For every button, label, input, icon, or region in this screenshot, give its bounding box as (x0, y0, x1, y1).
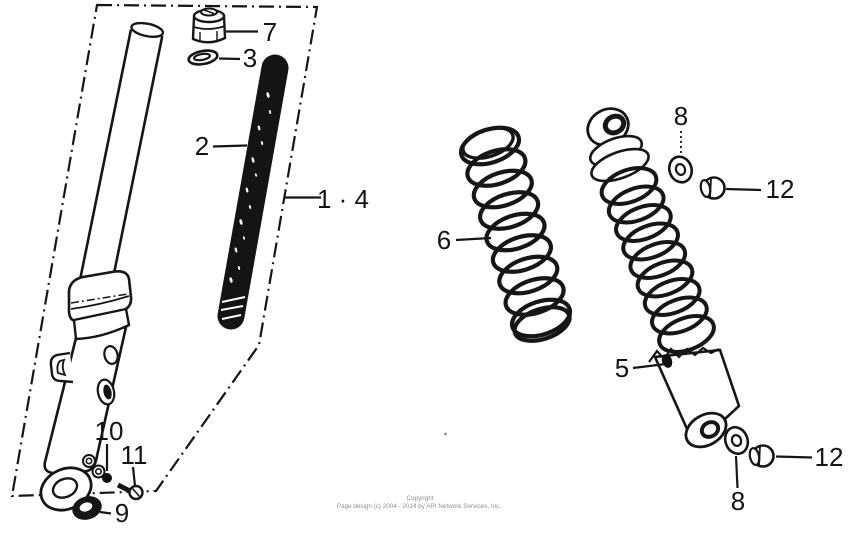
callout-1-4[interactable]: 1 · 4 (317, 184, 369, 214)
cap-nut-top-drawing (699, 176, 726, 200)
bolt-drawing (116, 482, 144, 501)
callout-8-bottom[interactable]: 8 (731, 486, 745, 516)
cap-nut-bottom-drawing (748, 444, 775, 468)
callout-12-top[interactable]: 12 (766, 174, 795, 204)
callout-7[interactable]: 7 (263, 17, 277, 47)
callout-5[interactable]: 5 (615, 353, 629, 383)
washer-bottom-drawing (723, 425, 750, 456)
shock-absorber-drawing (586, 107, 741, 449)
leader-lines (99, 30, 813, 515)
leader-2 (212, 144, 248, 148)
fork-bolt-drawing (191, 7, 227, 44)
callout-3[interactable]: 3 (243, 43, 257, 73)
fork-slider-drawing (39, 270, 133, 512)
o-ring-drawing (187, 49, 219, 66)
copyright-line-1: Copyright (407, 495, 434, 502)
callout-8-top[interactable]: 8 (674, 101, 688, 131)
callout-10[interactable]: 10 (95, 416, 124, 446)
drain-bolt-drawing (102, 473, 112, 483)
fork-tube-drawing (79, 21, 165, 286)
leader-12-bottom (775, 455, 813, 459)
leader-3 (218, 57, 241, 61)
leader-9 (99, 510, 112, 515)
leader-12-top (725, 187, 762, 192)
leader-6 (455, 236, 492, 242)
copyright-line-2: Page design (c) 2004 - 2014 by ARI Netwo… (337, 503, 501, 510)
print-speck (444, 432, 447, 436)
leader-11 (131, 466, 137, 487)
fork-spring-drawing (217, 54, 289, 330)
callout-2[interactable]: 2 (195, 131, 209, 161)
leader-8-bottom (734, 455, 739, 489)
rear-spring-drawing (458, 125, 573, 343)
fork-assembly-outline (10, 3, 319, 498)
callout-12-bottom[interactable]: 12 (815, 442, 844, 472)
callout-9[interactable]: 9 (115, 498, 129, 528)
callout-11[interactable]: 11 (121, 440, 148, 470)
oil-seal-drawing (72, 496, 102, 520)
washer-top-drawing (667, 155, 694, 184)
leader-5 (632, 362, 667, 370)
callout-6[interactable]: 6 (437, 225, 451, 255)
